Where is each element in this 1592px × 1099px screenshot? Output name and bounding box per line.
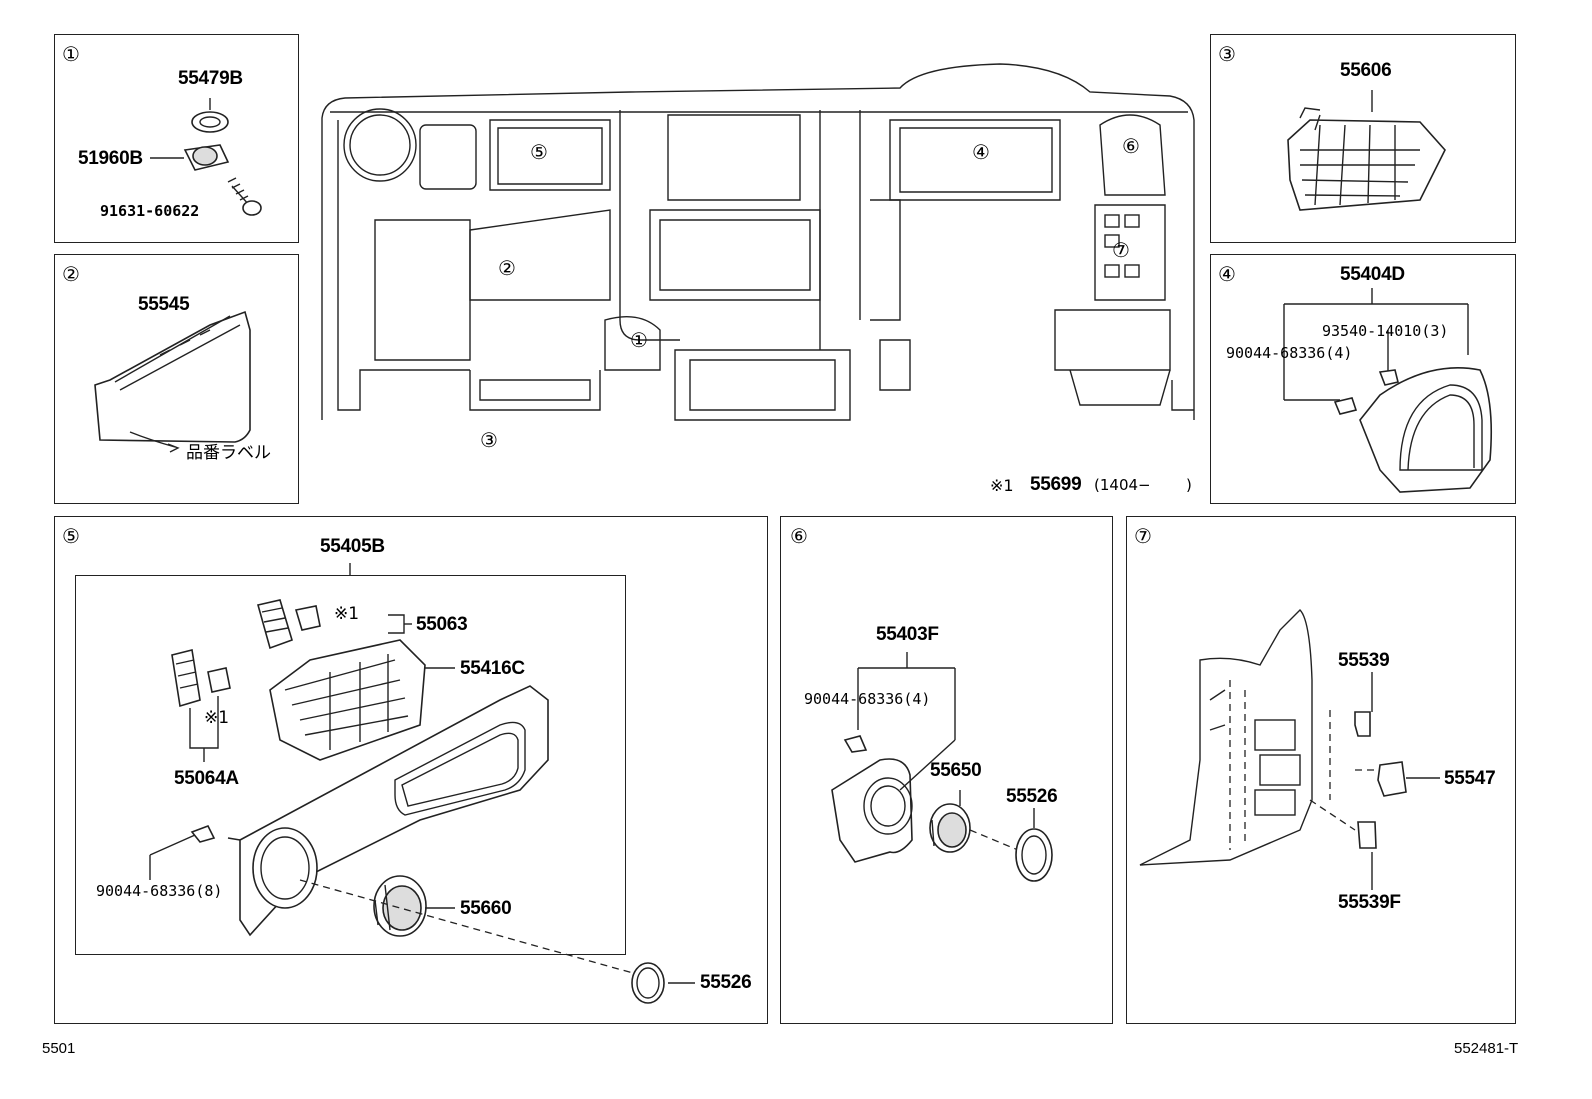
part-55545: 55545 <box>138 294 190 315</box>
marker-1-lower: ※1 <box>204 708 230 728</box>
main-callout-1: ① <box>630 328 648 352</box>
panel-2-drawing <box>94 310 251 453</box>
part-label-note: 品番ラベル <box>186 443 271 463</box>
part-51960B: 51960B <box>78 148 143 169</box>
panel-6-number: ⑥ <box>790 524 808 548</box>
panel-1-number: ① <box>62 42 80 66</box>
part-55539: 55539 <box>1338 650 1390 671</box>
dashboard-frame-drawing <box>321 63 1195 421</box>
main-note-range: (1404− <box>1094 476 1151 494</box>
panel-5 <box>54 516 768 1024</box>
part-55479B: 55479B <box>178 68 243 89</box>
panel-4 <box>1210 254 1516 504</box>
panel-6 <box>780 516 1113 1024</box>
main-note-close: ) <box>1186 476 1192 494</box>
panel-2 <box>54 254 299 504</box>
panel-1 <box>54 34 299 243</box>
part-90044-68336-p6: 90044-68336(4) <box>804 690 931 708</box>
part-55526-p5: 55526 <box>700 972 752 993</box>
panel-2-number: ② <box>62 262 80 286</box>
main-callout-4: ④ <box>972 140 990 164</box>
main-note-part: 55699 <box>1030 474 1082 495</box>
part-55416C: 55416C <box>460 658 525 679</box>
panel-3-number: ③ <box>1218 42 1236 66</box>
panel-4-number: ④ <box>1218 262 1236 286</box>
part-55660: 55660 <box>460 898 512 919</box>
panel-7 <box>1126 516 1516 1024</box>
part-55404D: 55404D <box>1340 264 1405 285</box>
part-55606: 55606 <box>1340 60 1392 81</box>
part-90044-68336-p4: 90044-68336(4) <box>1226 344 1353 362</box>
panel-1-drawing <box>150 98 262 216</box>
part-55064A: 55064A <box>174 768 239 789</box>
main-callout-2: ② <box>498 256 516 280</box>
main-callout-7: ⑦ <box>1112 238 1130 262</box>
main-callout-6: ⑥ <box>1122 134 1140 158</box>
panel-7-drawing <box>1139 609 1440 890</box>
panel-7-number: ⑦ <box>1134 524 1152 548</box>
part-91631-60622: 91631-60622 <box>100 202 200 220</box>
main-callout-3: ③ <box>480 428 498 452</box>
panel-6-drawing <box>831 652 1053 882</box>
part-55403F: 55403F <box>876 624 939 645</box>
panel-3 <box>1210 34 1516 243</box>
panel-4-drawing <box>1283 288 1493 493</box>
panel-5-drawing <box>149 563 695 1004</box>
part-55063: 55063 <box>416 614 468 635</box>
main-note-mark: ※1 <box>990 476 1014 495</box>
main-callout-5: ⑤ <box>530 140 548 164</box>
part-93540-14010: 93540-14010(3) <box>1322 322 1449 340</box>
part-55539F: 55539F <box>1338 892 1401 913</box>
part-90044-68336-p5: 90044-68336(8) <box>96 882 223 900</box>
marker-1-upper: ※1 <box>334 604 360 624</box>
part-55650: 55650 <box>930 760 982 781</box>
part-55547: 55547 <box>1444 768 1496 789</box>
inner-box-55405B <box>75 575 626 955</box>
panel-3-drawing <box>1287 90 1446 211</box>
panel-5-number: ⑤ <box>62 524 80 548</box>
footer-figure-id: 552481-T <box>1454 1040 1519 1057</box>
footer-page-code: 5501 <box>42 1040 76 1057</box>
part-55526-p6: 55526 <box>1006 786 1058 807</box>
part-55405B: 55405B <box>320 536 385 557</box>
